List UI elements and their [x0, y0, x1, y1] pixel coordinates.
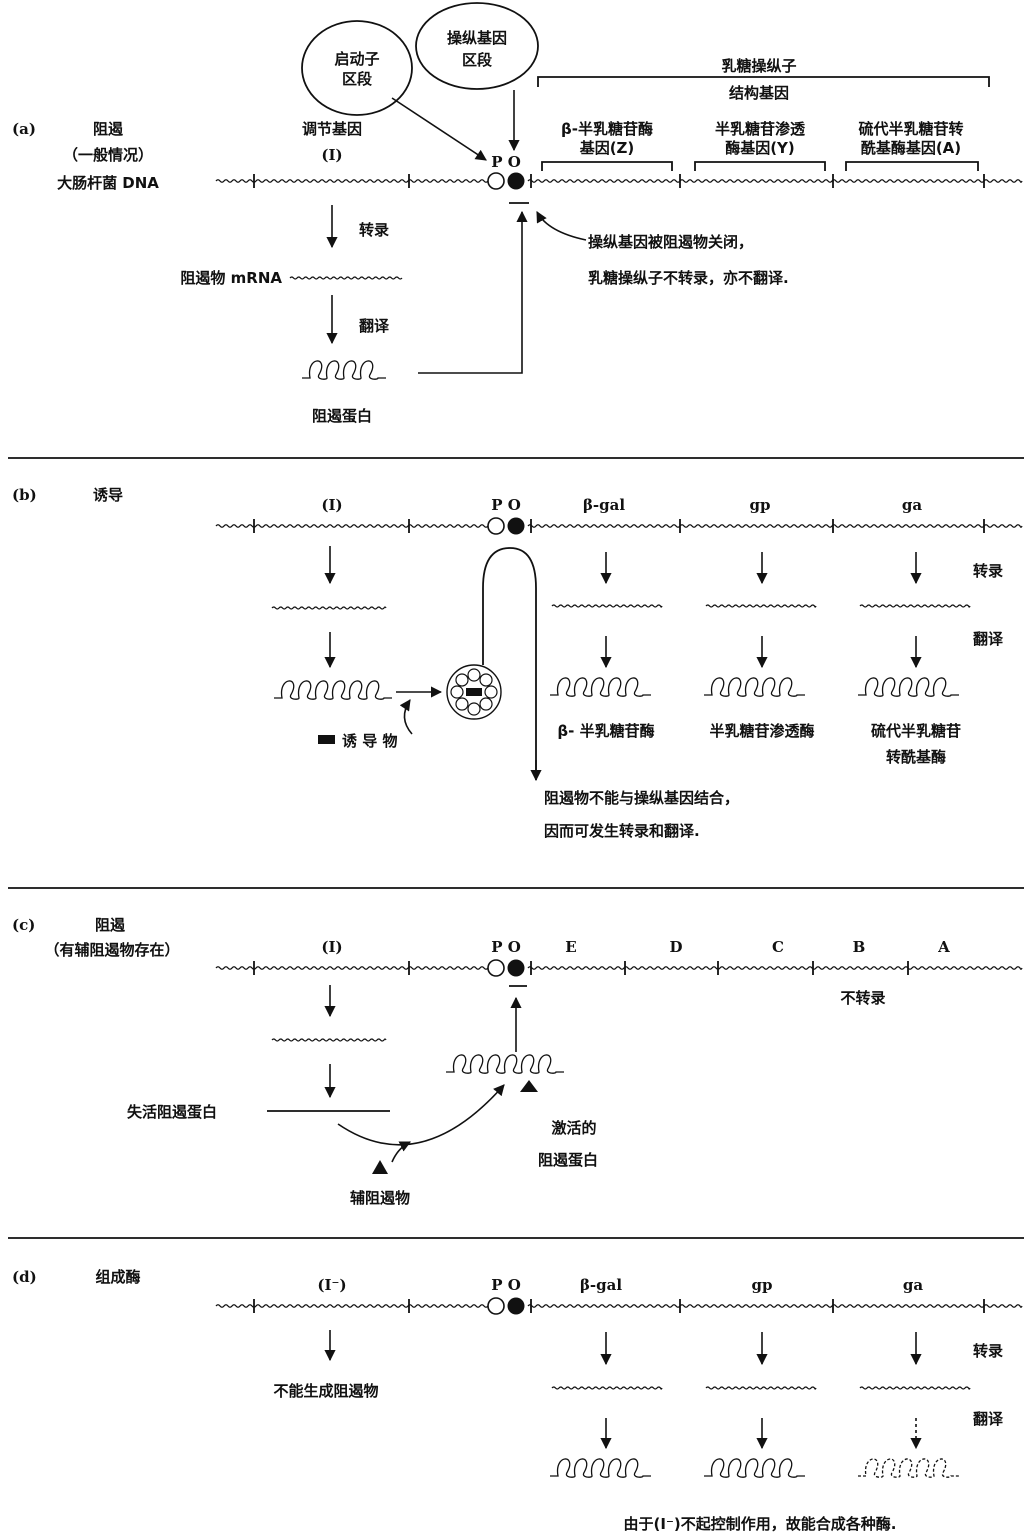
gene-label-c-1: E — [565, 938, 576, 956]
corepressor-triangle — [372, 1160, 388, 1174]
panel-c-heading-2: （有辅阻遏物存在） — [44, 941, 179, 959]
active-repressor-coil — [446, 1055, 564, 1073]
mrna-d-3 — [860, 1387, 970, 1389]
transcription-label-a: 转录 — [359, 221, 389, 239]
active-repressor-label-2: 阻遏蛋白 — [538, 1151, 598, 1169]
panel-c: (c) 阻遏 （有辅阻遏物存在） (I) P O E D C B A 不转录 失… — [12, 916, 1022, 1207]
gene-label-d-3: ga — [903, 1276, 923, 1294]
promoter-callout-line1: 启动子 — [334, 50, 379, 68]
repressor-mrna-c — [272, 1039, 386, 1041]
panel-a-note-1: 操纵基因被阻遏物关闭， — [588, 233, 753, 251]
regulator-b: (I) — [321, 496, 342, 514]
panel-c-heading-1: 阻遏 — [95, 916, 126, 934]
po-label-b: P O — [491, 496, 521, 514]
regulator-gene-symbol: (I) — [321, 146, 342, 164]
translation-label-d: 翻译 — [973, 1410, 1004, 1428]
inactive-repressor-label: 失活阻遏蛋白 — [127, 1103, 217, 1121]
regulator-gene-label: 调节基因 — [302, 120, 362, 138]
enzyme-coil-b-3 — [858, 678, 959, 696]
panel-b: (b) 诱导 (I) P O β-gal gp ga 转录 翻译 诱 导 物 阻… — [12, 486, 1022, 840]
panel-b-note-1: 阻遏物不能与操纵基因结合， — [544, 789, 739, 807]
panel-d-tag: (d) — [12, 1268, 37, 1286]
gene-label-d-1: β-gal — [580, 1276, 622, 1294]
po-label-c: P O — [491, 938, 521, 956]
corepressor-label: 辅阻遏物 — [350, 1189, 410, 1207]
mrna-d-2 — [706, 1387, 816, 1389]
repressor-mrna-b — [272, 607, 386, 609]
repressor-protein-label: 阻遏蛋白 — [312, 407, 372, 425]
enzyme-coil-b-2 — [704, 678, 805, 696]
dna-strand-d — [216, 1298, 1022, 1315]
gene-label-c-5: A — [937, 938, 950, 956]
repressor-protein-coil — [302, 361, 386, 379]
panel-a-heading-2: （一般情况） — [63, 146, 153, 164]
mrna-label: 阻遏物 mRNA — [180, 269, 282, 287]
gene-label-b-3: ga — [902, 496, 922, 514]
gene-z-label: β-半乳糖苷酶 — [561, 120, 653, 138]
panel-a-tag: (a) — [12, 120, 36, 138]
inducer-label: 诱 导 物 — [342, 732, 397, 750]
no-repressor-label: 不能生成阻遏物 — [273, 1382, 378, 1400]
gene-z-label-2: 基因(Z) — [579, 139, 635, 157]
transcription-label-d: 转录 — [973, 1342, 1003, 1360]
po-label-d: P O — [491, 1276, 521, 1294]
gene-a-label-2: 酰基酶基因(A) — [861, 139, 961, 157]
enzyme-label-b-1: β- 半乳糖苷酶 — [557, 722, 654, 740]
enzyme-coil-d-3 — [858, 1459, 959, 1477]
inducer-repressor-complex — [447, 665, 501, 719]
gene-y-label: 半乳糖苷渗透 — [715, 120, 806, 138]
mrna-b-2 — [706, 605, 816, 607]
operon-subtitle: 结构基因 — [729, 84, 789, 102]
active-repressor-corepressor — [520, 1080, 538, 1092]
gene-y-label-2: 酶基因(Y) — [725, 139, 795, 157]
operon-title: 乳糖操纵子 — [721, 57, 796, 75]
mrna-d-1 — [552, 1387, 662, 1389]
panel-d: (d) 组成酶 (I⁻) P O β-gal gp ga 不能生成阻遏物 转录 … — [12, 1268, 1022, 1533]
inducer-symbol — [318, 735, 335, 744]
enzyme-coil-d-1 — [550, 1459, 651, 1477]
gene-label-c-4: B — [853, 938, 866, 956]
repressor-coil-b — [274, 681, 392, 699]
gene-label-d-2: gp — [752, 1276, 773, 1294]
transcription-label-b: 转录 — [973, 562, 1003, 580]
panel-a-note-2: 乳糖操纵子不转录，亦不翻译. — [588, 269, 789, 287]
panel-a-heading-3: 大肠杆菌 DNA — [57, 174, 159, 192]
po-label-a: P O — [491, 153, 521, 171]
repressor-mrna — [290, 277, 402, 279]
no-transcription-label: 不转录 — [840, 989, 885, 1007]
gene-label-b-2: gp — [750, 496, 771, 514]
regulator-d: (I⁻) — [317, 1276, 346, 1294]
enzyme-coil-b-1 — [550, 678, 651, 696]
translation-label-b: 翻译 — [973, 630, 1004, 648]
gene-label-b-1: β-gal — [583, 496, 625, 514]
active-repressor-label-1: 激活的 — [551, 1119, 596, 1137]
dna-strand-b — [216, 518, 1022, 535]
dna-strand-a — [216, 173, 1022, 190]
gene-label-c-2: D — [669, 938, 682, 956]
panel-a-heading-1: 阻遏 — [93, 120, 124, 138]
panel-b-tag: (b) — [12, 486, 37, 504]
translation-label-a: 翻译 — [359, 317, 390, 335]
dna-strand-c — [216, 960, 1022, 977]
mrna-b-1 — [552, 605, 662, 607]
operator-callout-line1: 操纵基因 — [447, 29, 507, 47]
enzyme-label-b-4: 转酰基酶 — [886, 748, 946, 766]
gene-label-c-3: C — [772, 938, 784, 956]
regulator-c: (I) — [321, 938, 342, 956]
panel-d-heading: 组成酶 — [95, 1268, 140, 1286]
gene-a-label: 硫代半乳糖苷转 — [858, 120, 963, 138]
enzyme-coil-d-2 — [704, 1459, 805, 1477]
panel-b-note-2: 因而可发生转录和翻译. — [544, 822, 700, 840]
panel-d-note: 由于(I⁻)不起控制作用，故能合成各种酶. — [624, 1515, 897, 1533]
mrna-b-3 — [860, 605, 970, 607]
operator-callout-line2: 区段 — [462, 51, 492, 69]
promoter-callout-line2: 区段 — [342, 70, 372, 88]
panel-a: 启动子 区段 操纵基因 区段 乳糖操纵子 结构基因 (a) 阻遏 （一般情况） … — [12, 3, 1022, 425]
enzyme-label-b-3: 硫代半乳糖苷 — [871, 722, 961, 740]
panel-b-heading: 诱导 — [93, 486, 123, 504]
panel-c-tag: (c) — [12, 916, 35, 934]
enzyme-label-b-2: 半乳糖苷渗透酶 — [709, 722, 814, 740]
